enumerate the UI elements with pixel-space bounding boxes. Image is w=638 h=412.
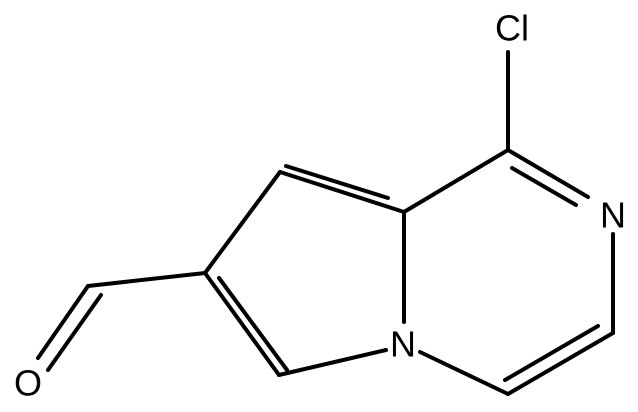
atom-label-n-bridgehead: N — [390, 324, 416, 365]
bond-c7-c6-inner — [217, 276, 289, 372]
bond-c8a-c8 — [278, 170, 406, 214]
bond-c-o-inner — [46, 293, 103, 372]
bond-c7-c6 — [203, 271, 281, 377]
bond-c1-n2 — [506, 148, 590, 199]
bonds — [36, 50, 615, 396]
bond-c4-n5 — [418, 350, 510, 396]
atom-label-n-pyrazine: N — [600, 195, 626, 236]
bond-c6-n5 — [277, 348, 388, 377]
bond-c3-c4 — [506, 331, 615, 396]
bond-c8a-c8-inner — [284, 164, 390, 200]
atom-labels: Cl N N O — [14, 8, 626, 404]
bond-c-o — [36, 284, 90, 360]
bond-c7-cho — [86, 271, 207, 288]
bond-c3-c4-inner — [503, 324, 600, 382]
bond-c8-c7 — [203, 170, 282, 275]
atom-label-o: O — [14, 363, 42, 404]
atom-label-cl: Cl — [495, 8, 529, 49]
bond-c1-n2-inner — [510, 166, 578, 207]
bond-c8a-c1 — [402, 148, 510, 214]
